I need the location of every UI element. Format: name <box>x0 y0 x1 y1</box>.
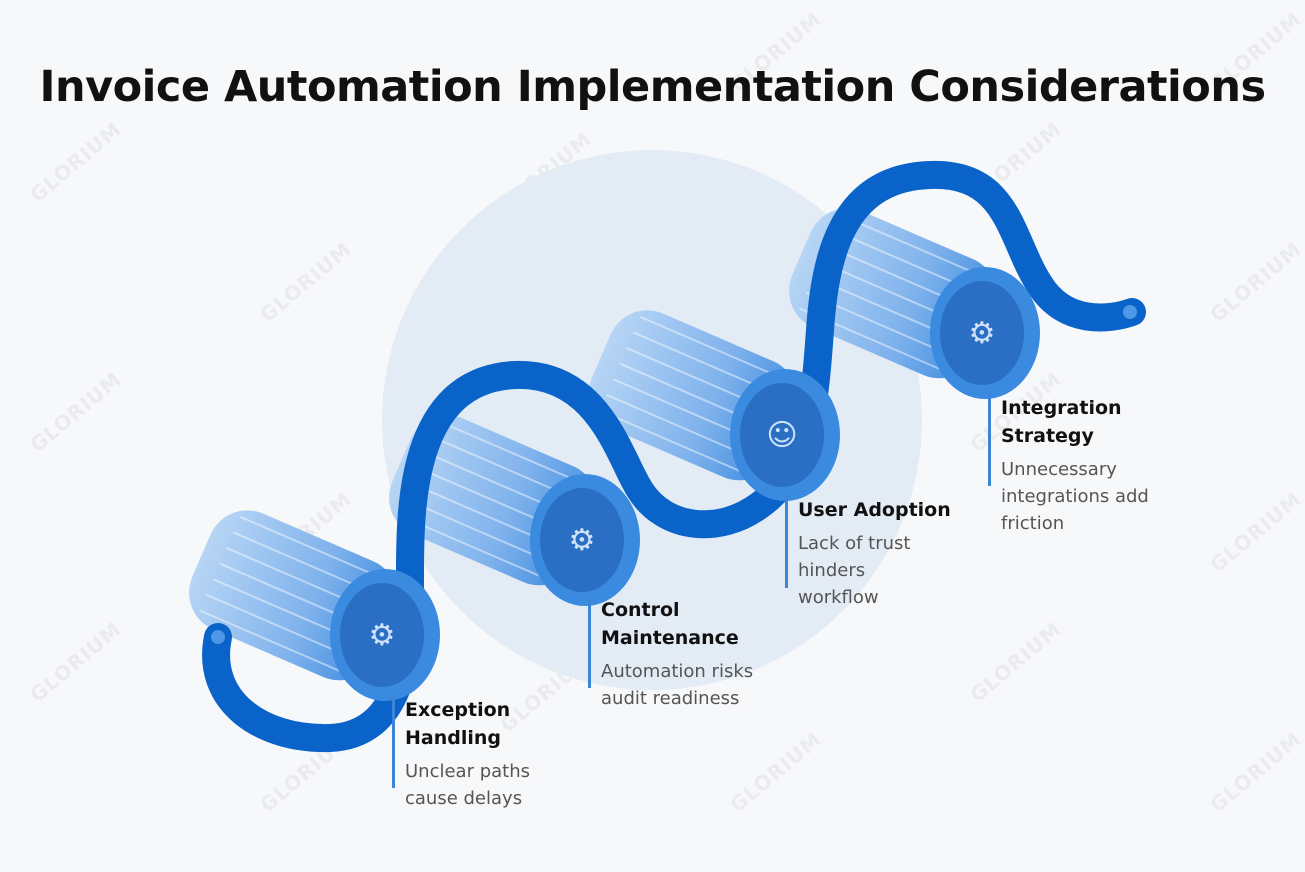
ribbon-end-dot <box>1123 305 1137 319</box>
gear-network-icon: ⚙ <box>969 316 996 351</box>
step-user-adoption: User Adoption Lack of trust hinders workfl… <box>785 496 951 608</box>
step-desc-line: workflow <box>798 587 879 608</box>
step-desc-line: Automation risks <box>601 661 754 682</box>
step-desc-line: integrations add <box>1001 486 1149 507</box>
step-title-line: Integration <box>1001 397 1122 419</box>
page-title: Invoice Automation Implementation Consid… <box>39 62 1266 112</box>
step-desc-line: Unnecessary <box>1001 459 1117 480</box>
step-desc-line: Lack of trust <box>798 533 911 554</box>
user-hand-icon: ☺ <box>766 418 797 453</box>
cylinder-face: ⚙ <box>930 267 1040 399</box>
cylinder-face: ⚙ <box>330 569 440 701</box>
step-title-line: Exception <box>405 699 511 721</box>
step-title-line: Handling <box>405 727 502 749</box>
step-desc-line: friction <box>1001 513 1065 534</box>
ribbon-start-dot <box>211 630 225 644</box>
gear-check-icon: ⚙ <box>569 523 596 558</box>
step-title-line: Strategy <box>1001 425 1094 447</box>
step-desc-line: cause delays <box>405 788 523 809</box>
step-desc-line: Unclear paths <box>405 761 531 782</box>
step-title-line: Control <box>601 599 680 621</box>
step-title-line: Maintenance <box>601 627 739 649</box>
step-title-line: User Adoption <box>798 499 951 521</box>
cylinder-face: ⚙ <box>530 474 640 606</box>
step-desc-line: hinders <box>798 560 866 581</box>
cylinder-face: ☺ <box>730 369 840 501</box>
step-desc-line: audit readiness <box>601 688 740 709</box>
hand-gear-alert-icon: ⚙ <box>369 618 396 653</box>
